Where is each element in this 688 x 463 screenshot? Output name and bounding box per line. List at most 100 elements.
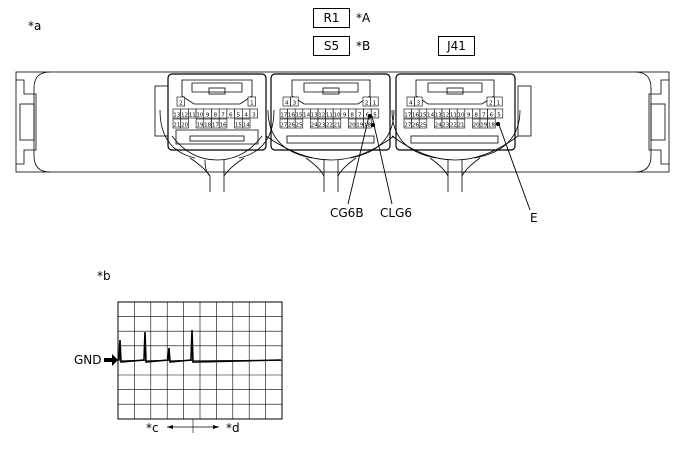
- arrow-right-icon: [213, 425, 219, 429]
- left-pin-cell: [247, 96, 256, 107]
- right-pin-cell: [456, 118, 466, 129]
- e-leader-line: [497, 121, 531, 211]
- right-pin-number: 25: [419, 122, 427, 128]
- right-pin-number: 20: [473, 122, 481, 128]
- connector-j41-label: J41: [447, 39, 466, 53]
- mid-pin-number: 8: [350, 112, 354, 118]
- right-pin-number: 22: [450, 122, 457, 128]
- gnd-arrow-icon: [104, 354, 118, 366]
- right-pin-number: 17: [404, 112, 412, 118]
- cg6b-pin-label: CG6B: [330, 206, 364, 220]
- view-b-label: *b: [97, 269, 111, 283]
- marker-b-label: *B: [356, 39, 371, 53]
- right-pin-number: 5: [497, 112, 501, 118]
- left-pin-number: 3: [252, 112, 256, 118]
- mid-pin-number: 22: [326, 122, 333, 128]
- marker-d-label: *d: [226, 421, 240, 435]
- right-pin-number: 6: [490, 112, 494, 118]
- right-pin-number: 1: [497, 100, 501, 106]
- left-pin-number: 19: [196, 122, 204, 128]
- right-pin-number: 19: [480, 122, 488, 128]
- mid-pin-number: 15: [295, 112, 303, 118]
- marker-a-label: *A: [356, 11, 371, 25]
- mid-pin-number: 26: [288, 122, 296, 128]
- right-tab: [650, 103, 666, 141]
- mid-pin-cell: [370, 108, 380, 119]
- left-pin-number: 21: [173, 122, 181, 128]
- mid-pin-number: 27: [280, 122, 288, 128]
- right-pin-number: 16: [412, 112, 420, 118]
- connector-right: [391, 73, 521, 192]
- right-pin-cell: [418, 118, 428, 129]
- left-pin-number: 9: [206, 112, 210, 118]
- right-pin-number: 12: [442, 112, 449, 118]
- left-pin-number: 15: [235, 122, 243, 128]
- connector-r1-box: R1: [313, 8, 350, 28]
- clg6-pin-label: CLG6: [380, 206, 412, 220]
- left-bracket: [16, 79, 37, 165]
- left-pin-cell: [249, 108, 258, 119]
- right-pin-number: 23: [442, 122, 450, 128]
- mid-pin-number: 9: [343, 112, 347, 118]
- mid-pin-number: 17: [280, 112, 288, 118]
- left-pin-cell: [180, 118, 189, 129]
- mid-pin-number: 24: [311, 122, 319, 128]
- right-pin-number: 24: [435, 122, 443, 128]
- mid-pin-number: 6: [366, 112, 370, 118]
- e-pin-label: E: [530, 211, 538, 225]
- gnd-label: GND: [74, 353, 102, 367]
- connector-s5-label: S5: [323, 39, 340, 53]
- right-pin-number: 4: [409, 100, 413, 106]
- mid-pin-number: 14: [303, 112, 311, 118]
- connector-middle: [265, 73, 395, 192]
- left-pin-number: 18: [204, 122, 212, 128]
- oscilloscope-screen: [104, 301, 283, 433]
- right-pin-number: 15: [419, 112, 427, 118]
- left-pin-number: 6: [229, 112, 233, 118]
- mid-pin-number: 19: [356, 122, 364, 128]
- right-pin-number: 27: [404, 122, 412, 128]
- right-pin-number: 8: [474, 112, 478, 118]
- left-pin-number: 14: [243, 122, 251, 128]
- right-pin-number: 7: [482, 112, 486, 118]
- mid-pin-number: 5: [373, 112, 377, 118]
- mid-pin-number: 16: [288, 112, 296, 118]
- right-pin-number: 26: [412, 122, 420, 128]
- left-pin-number: 12: [181, 112, 188, 118]
- connector-j41-box: J41: [438, 36, 475, 56]
- connector-s5-box: S5: [313, 36, 350, 56]
- connector-r1-label: R1: [323, 11, 340, 25]
- mid-pin-number: 21: [333, 122, 341, 128]
- mid-pin-number: 10: [333, 112, 341, 118]
- marker-c-label: *c: [146, 421, 159, 435]
- left-pin-number: 5: [237, 112, 241, 118]
- left-pin-number: 10: [196, 112, 204, 118]
- mid-pin-cell: [290, 96, 299, 107]
- left-tab: [19, 103, 35, 141]
- left-pin-number: 16: [219, 122, 227, 128]
- left-pin-number: 7: [221, 112, 225, 118]
- mid-pin-number: 1: [373, 100, 377, 106]
- mid-pin-number: 7: [358, 112, 362, 118]
- mid-pin-number: 2: [365, 100, 369, 106]
- mid-pin-number: 20: [349, 122, 357, 128]
- left-connector-side-tab: [154, 85, 169, 137]
- right-pin-cell: [494, 108, 504, 119]
- mid-pin-number: 18: [364, 122, 372, 128]
- cg6b-leader-line: [347, 115, 370, 205]
- left-pin-number: 2: [179, 100, 183, 106]
- clg6-leader-line: [371, 115, 393, 205]
- right-pin-cell: [487, 118, 496, 129]
- right-pin-number: 9: [467, 112, 471, 118]
- left-pin-cell: [218, 118, 228, 129]
- mid-pin-number: 12: [318, 112, 325, 118]
- left-pin-number: 13: [173, 112, 181, 118]
- mid-pin-number: 25: [295, 122, 303, 128]
- mid-pin-cell: [332, 118, 342, 129]
- left-pin-cell: [242, 118, 251, 129]
- left-pin-number: 20: [181, 122, 189, 128]
- right-pin-number: 2: [489, 100, 493, 106]
- mid-pin-number: 23: [318, 122, 326, 128]
